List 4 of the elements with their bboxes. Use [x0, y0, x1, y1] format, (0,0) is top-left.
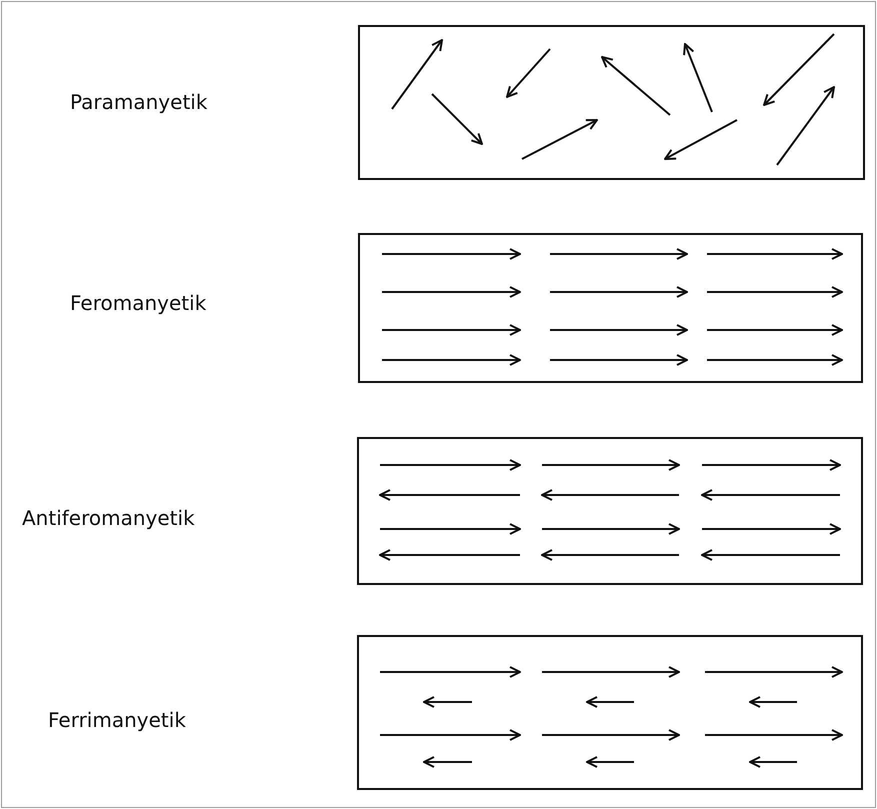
state-label: Paramanyetik [70, 90, 208, 114]
state-label: Feromanyetik [70, 291, 206, 315]
state-label: Ferrimanyetik [48, 708, 186, 732]
state-label: Antiferomanyetik [22, 506, 195, 530]
